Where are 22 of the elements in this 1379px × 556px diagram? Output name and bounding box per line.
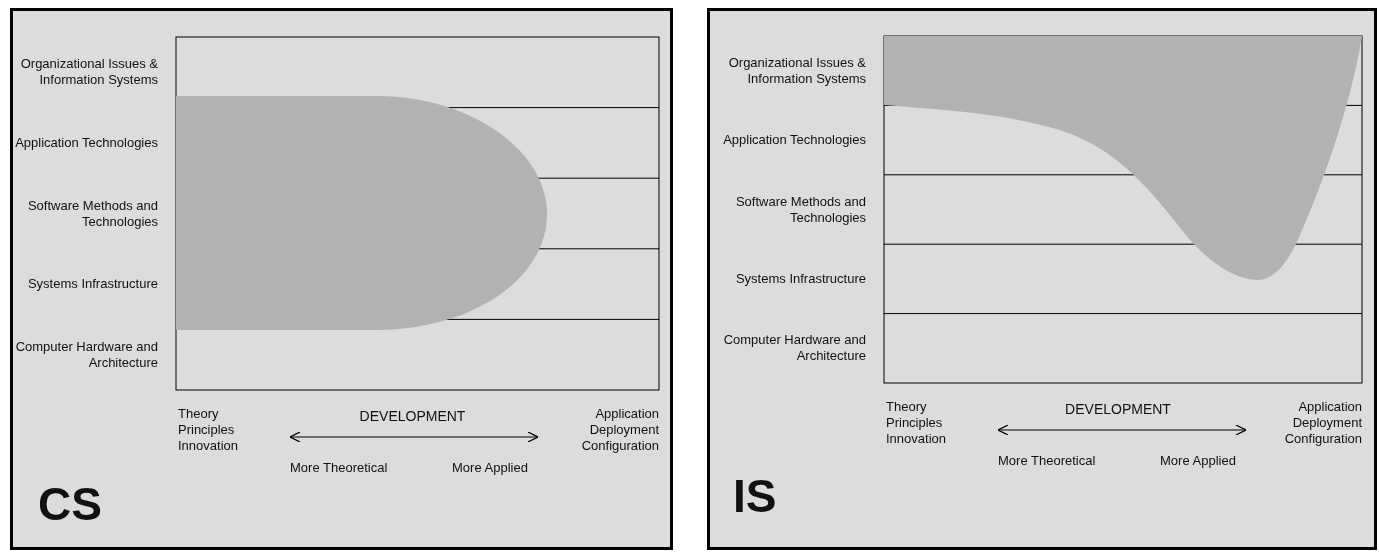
- row-label: Computer Hardware and Architecture: [14, 338, 158, 371]
- axis-label: Theory Principles Innovation: [886, 399, 947, 447]
- axis-label: More Theoretical: [998, 453, 1096, 469]
- panel-title: IS: [733, 470, 777, 522]
- row-label: Computer Hardware and Architecture: [722, 332, 866, 365]
- axis-label: Application Deployment Configuration: [580, 406, 659, 454]
- row-label: Application Technologies: [14, 134, 158, 151]
- row-label: Software Methods and Technologies: [734, 193, 866, 226]
- row-label: Software Methods and Technologies: [26, 197, 158, 230]
- row-label: Application Technologies: [722, 132, 866, 149]
- axis-title: DEVELOPMENT: [1065, 401, 1171, 417]
- row-label: Systems Infrastructure: [26, 276, 158, 293]
- panel-title: CS: [38, 478, 102, 530]
- row-label: Organizational Issues & Information Systems: [727, 54, 866, 87]
- axis-label: More Theoretical: [290, 460, 388, 476]
- axis-label: Application Deployment Configuration: [1283, 399, 1362, 447]
- row-label: Organizational Issues & Information Systems: [19, 56, 158, 89]
- axis-title: DEVELOPMENT: [359, 408, 466, 424]
- axis-label: More Applied: [1160, 453, 1236, 469]
- axis-label: Theory Principles Innovation: [178, 406, 239, 454]
- row-label: Systems Infrastructure: [734, 270, 866, 287]
- axis-label: More Applied: [452, 460, 528, 476]
